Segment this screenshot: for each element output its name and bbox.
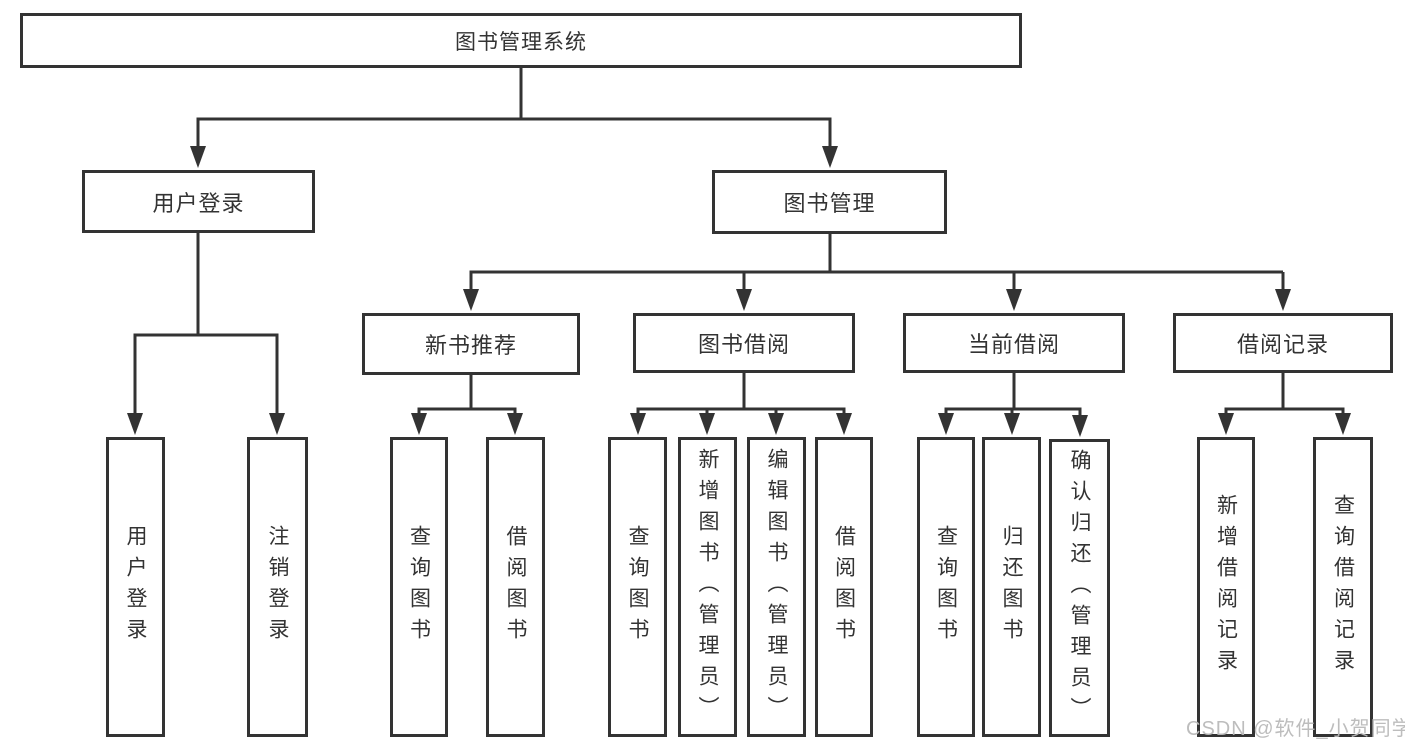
csdn-watermark: CSDN @软件_小贺同学	[1186, 718, 1405, 740]
leaf-return-books-label: 归还图书	[1000, 525, 1023, 649]
leaf-return-books: 归还图书	[982, 437, 1041, 737]
connector-currentborrow-to-leaves	[944, 373, 1082, 415]
leaf-logout-label: 注销登录	[266, 525, 289, 649]
node-user-login-label: 用户登录	[152, 190, 245, 216]
node-book-management-branch: 图书管理	[712, 170, 947, 234]
leaf-borrow-books-1-label: 借阅图书	[504, 525, 527, 649]
leaf-add-borrow-record: 新增借阅记录	[1197, 437, 1255, 737]
arrowheads-leaves	[411, 413, 1351, 437]
node-book-borrowing: 图书借阅	[633, 313, 855, 373]
arrowheads-userlogin	[127, 413, 285, 435]
leaf-user-login-label: 用户登录	[124, 525, 147, 649]
leaf-query-borrow-record: 查询借阅记录	[1313, 437, 1373, 737]
connector-bookborrow-to-leaves	[636, 373, 846, 415]
leaf-add-borrow-record-label: 新增借阅记录	[1214, 494, 1238, 680]
leaf-query-books-3-label: 查询图书	[934, 525, 958, 649]
leaf-borrow-books-1: 借阅图书	[486, 437, 545, 737]
leaf-query-books-1-label: 查询图书	[407, 525, 431, 649]
node-new-book-recommend: 新书推荐	[362, 313, 580, 375]
arrowheads-level2	[190, 146, 838, 168]
leaf-borrow-books-2: 借阅图书	[815, 437, 873, 737]
node-borrow-records: 借阅记录	[1173, 313, 1393, 373]
leaf-query-books-3: 查询图书	[917, 437, 975, 737]
node-root-system: 图书管理系统	[20, 13, 1022, 68]
connector-userlogin-to-leaves	[133, 233, 279, 415]
leaf-borrow-books-2-label: 借阅图书	[832, 525, 856, 649]
leaf-query-books-1: 查询图书	[390, 437, 448, 737]
leaf-query-borrow-record-label: 查询借阅记录	[1331, 494, 1355, 680]
leaf-user-login: 用户登录	[106, 437, 165, 737]
leaf-add-books-admin-label: 新增图书（管理员）	[696, 447, 719, 727]
node-user-login-branch: 用户登录	[82, 170, 315, 233]
leaf-query-books-2-label: 查询图书	[626, 525, 649, 649]
leaf-confirm-return-admin-label: 确认归还（管理员）	[1068, 448, 1091, 728]
node-root-label: 图书管理系统	[455, 30, 587, 54]
leaf-edit-books-admin-label: 编辑图书（管理员）	[765, 447, 788, 727]
connector-bookmgmt-to-level3	[469, 234, 1285, 291]
arrowheads-level3	[463, 289, 1291, 311]
leaf-query-books-2: 查询图书	[608, 437, 667, 737]
node-book-borrowing-label: 图书借阅	[697, 332, 790, 357]
connector-borrowrecord-to-leaves	[1224, 373, 1345, 415]
node-current-borrowing: 当前借阅	[903, 313, 1125, 373]
node-new-book-recommend-label: 新书推荐	[424, 333, 517, 358]
node-borrow-records-label: 借阅记录	[1236, 332, 1329, 357]
leaf-add-books-admin: 新增图书（管理员）	[678, 437, 737, 737]
leaf-confirm-return-admin: 确认归还（管理员）	[1049, 439, 1110, 737]
connector-newbookrec-to-leaves	[417, 375, 517, 415]
node-current-borrowing-label: 当前借阅	[967, 332, 1060, 357]
node-book-management-label: 图书管理	[783, 191, 876, 216]
leaf-edit-books-admin: 编辑图书（管理员）	[747, 437, 806, 737]
connector-root-to-level2	[196, 68, 832, 148]
leaf-logout: 注销登录	[247, 437, 308, 737]
